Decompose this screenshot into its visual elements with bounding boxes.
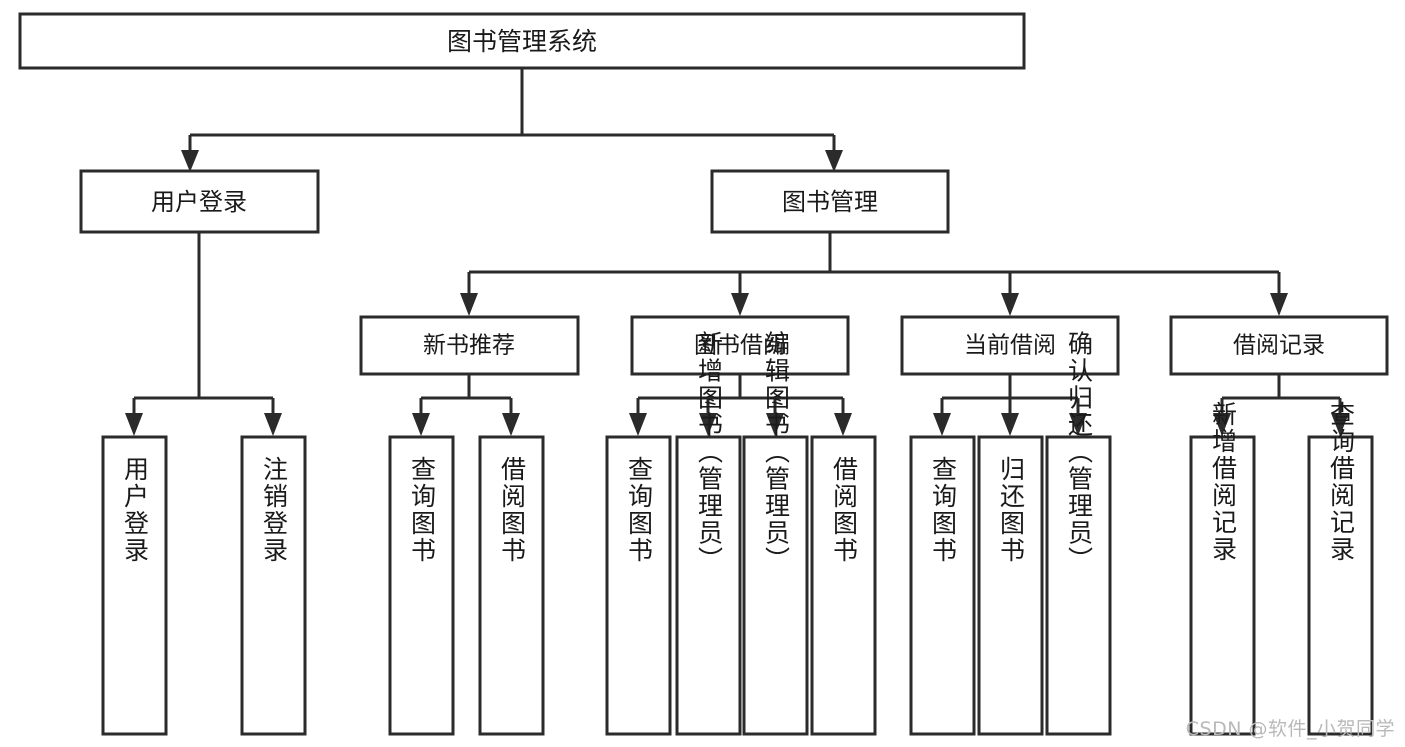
node-leaf-add-book[interactable]: 新增图书（管理员）	[675, 331, 742, 736]
node-user-login[interactable]: 用户登录	[79, 169, 320, 234]
arrow-to-leaf-borrow-book-1	[502, 413, 520, 436]
node-leaf-query-record-box[interactable]	[1307, 435, 1374, 736]
node-leaf-add-book-label: 新增图书（管理员）	[695, 331, 724, 574]
connector-bookborrow-bus	[636, 374, 845, 420]
node-current-borrow-box[interactable]	[900, 315, 1120, 376]
arrow-to-leaf-borrow-book-2	[834, 413, 852, 436]
node-new-book-recommend[interactable]: 新书推荐	[359, 315, 580, 376]
node-root-box[interactable]	[18, 12, 1026, 70]
node-leaf-return-book[interactable]: 归还图书	[977, 435, 1044, 736]
arrow-to-user-login	[181, 150, 199, 172]
node-book-manage-label: 图书管理	[782, 188, 878, 216]
node-leaf-query-book-1-label: 查询图书	[408, 456, 437, 564]
connectors-layer	[125, 68, 1349, 436]
node-leaf-return-book-box[interactable]	[977, 435, 1044, 736]
node-leaf-query-book-2[interactable]: 查询图书	[605, 435, 672, 736]
connector-currentborrow-bus	[940, 374, 1080, 420]
node-leaf-query-book-2-label: 查询图书	[625, 456, 654, 564]
arrow-to-current-borrow	[1001, 293, 1019, 316]
arrow-to-book-manage	[825, 150, 843, 172]
node-leaf-user-login-label: 用户登录	[121, 456, 150, 564]
arrow-to-leaf-query-book-3	[933, 413, 951, 436]
node-borrow-record[interactable]: 借阅记录	[1169, 315, 1389, 376]
node-user-login-box[interactable]	[79, 169, 320, 234]
node-current-borrow-label: 当前借阅	[964, 333, 1056, 359]
node-leaf-query-book-3-box[interactable]	[909, 435, 976, 736]
node-leaf-edit-book[interactable]: 编辑图书（管理员）	[742, 331, 809, 736]
node-leaf-query-book-2-box[interactable]	[605, 435, 672, 736]
node-leaf-logout-login[interactable]: 注销登录	[240, 435, 307, 736]
arrow-to-leaf-user-login	[125, 413, 143, 436]
connector-root-bus	[188, 68, 836, 158]
node-book-manage[interactable]: 图书管理	[710, 169, 950, 234]
node-root-label: 图书管理系统	[447, 27, 597, 56]
arrow-to-leaf-query-book-1	[412, 413, 430, 436]
node-leaf-add-record[interactable]: 新增借阅记录	[1189, 401, 1256, 736]
arrow-to-leaf-edit-book	[766, 413, 784, 436]
arrow-to-leaf-confirm-return	[1069, 413, 1087, 436]
node-leaf-edit-book-box[interactable]	[742, 435, 809, 736]
arrow-to-leaf-add-record	[1213, 413, 1231, 436]
node-leaf-borrow-book-1-box[interactable]	[478, 435, 545, 736]
node-leaf-logout-login-box[interactable]	[240, 435, 307, 736]
node-leaf-confirm-return[interactable]: 确认归还（管理员）	[1045, 331, 1112, 736]
arrow-to-leaf-return-book	[1001, 413, 1019, 436]
connector-newbook-bus	[419, 374, 513, 420]
node-leaf-query-book-1[interactable]: 查询图书	[388, 435, 455, 736]
node-book-borrow-box[interactable]	[630, 315, 850, 376]
node-leaf-query-book-3-label: 查询图书	[929, 456, 958, 564]
arrow-to-leaf-query-book-2	[629, 413, 647, 436]
node-leaf-confirm-return-label: 确认归还（管理员）	[1065, 331, 1094, 574]
arrow-to-leaf-logout-login	[264, 413, 282, 436]
node-user-login-label: 用户登录	[151, 188, 247, 216]
node-leaf-add-record-label: 新增借阅记录	[1209, 401, 1238, 563]
node-book-borrow[interactable]: 图书借阅	[630, 315, 850, 376]
node-leaf-query-record[interactable]: 查询借阅记录	[1307, 401, 1374, 736]
node-leaf-user-login[interactable]: 用户登录	[101, 435, 168, 736]
node-leaf-return-book-label: 归还图书	[997, 456, 1026, 564]
node-leaf-borrow-book-1-label: 借阅图书	[498, 456, 527, 564]
node-leaf-borrow-book-2[interactable]: 借阅图书	[810, 435, 877, 736]
connector-borrowrecord-bus	[1220, 374, 1342, 420]
node-book-manage-box[interactable]	[710, 169, 950, 234]
node-leaf-user-login-box[interactable]	[101, 435, 168, 736]
arrow-to-leaf-add-book	[699, 413, 717, 436]
arrow-to-borrow-record	[1270, 293, 1288, 316]
connector-userlogin-bus	[132, 232, 275, 420]
node-leaf-add-book-box[interactable]	[675, 435, 742, 736]
connector-bookmanage-bus	[467, 232, 1281, 300]
node-new-book-recommend-label: 新书推荐	[423, 333, 515, 359]
node-root[interactable]: 图书管理系统	[18, 12, 1026, 70]
node-leaf-borrow-book-2-label: 借阅图书	[830, 456, 859, 564]
node-leaf-add-record-box[interactable]	[1189, 435, 1256, 736]
node-leaf-query-book-3[interactable]: 查询图书	[909, 435, 976, 736]
node-current-borrow[interactable]: 当前借阅	[900, 315, 1120, 376]
node-book-borrow-label: 图书借阅	[694, 333, 786, 359]
node-leaf-borrow-book-2-box[interactable]	[810, 435, 877, 736]
arrow-to-book-borrow	[731, 293, 749, 316]
node-borrow-record-box[interactable]	[1169, 315, 1389, 376]
node-leaf-query-book-1-box[interactable]	[388, 435, 455, 736]
node-leaf-borrow-book-1[interactable]: 借阅图书	[478, 435, 545, 736]
node-leaf-logout-login-label: 注销登录	[260, 456, 289, 564]
arrow-to-new-book-recommend	[460, 293, 478, 316]
node-leaf-query-record-label: 查询借阅记录	[1327, 401, 1356, 563]
node-leaf-edit-book-label: 编辑图书（管理员）	[762, 331, 791, 574]
node-new-book-recommend-box[interactable]	[359, 315, 580, 376]
node-borrow-record-label: 借阅记录	[1233, 333, 1325, 359]
node-leaf-confirm-return-box[interactable]	[1045, 435, 1112, 736]
arrow-to-leaf-query-record	[1331, 413, 1349, 436]
